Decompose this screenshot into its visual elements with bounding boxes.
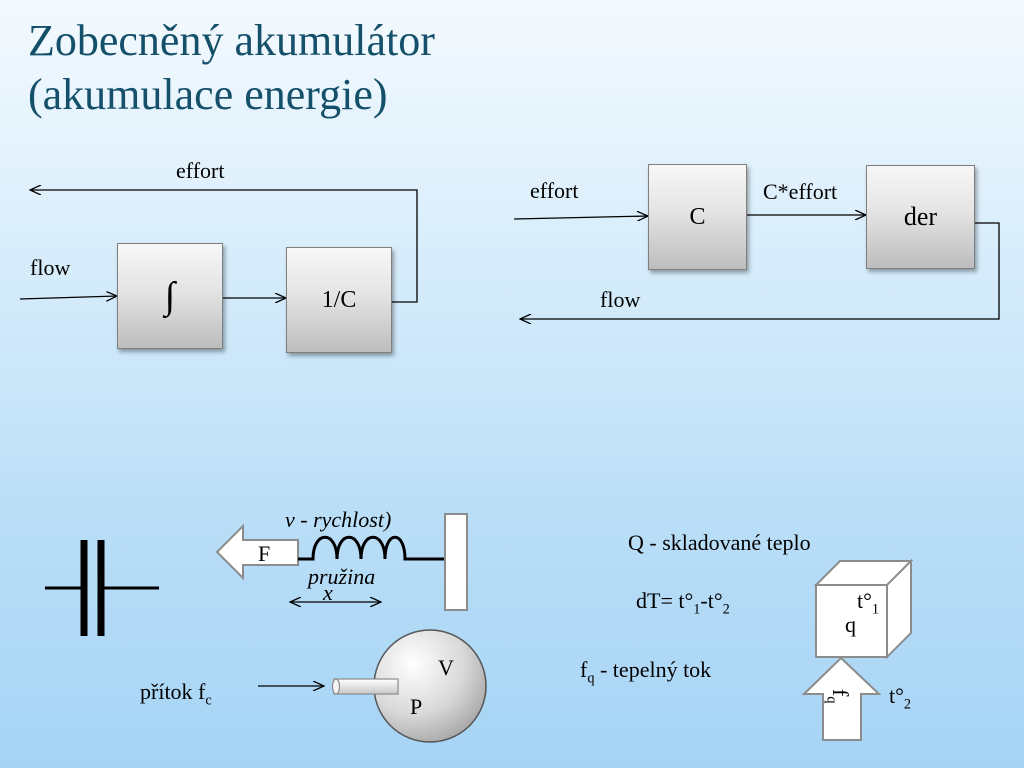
- right-flow-label: flow: [600, 287, 641, 312]
- integrator-block: ∫: [117, 243, 223, 349]
- displacement-label: x: [323, 580, 333, 605]
- c-block-label: C: [689, 203, 706, 230]
- inflow-pipe: [333, 678, 399, 695]
- dt-label: dT= t°1-t°2: [636, 588, 730, 618]
- spring-label: pružina: [308, 564, 376, 589]
- capacitor-icon: [45, 540, 159, 636]
- c-effort-label: C*effort: [763, 179, 838, 204]
- arrow-fq-label: fq: [823, 689, 853, 704]
- cube-front: [815, 584, 888, 658]
- c-block: C: [648, 164, 747, 270]
- integral-symbol: ∫: [164, 275, 176, 317]
- vessel-system: [258, 629, 487, 743]
- pressure-label: P: [410, 694, 423, 719]
- flow-output-arrow: [520, 222, 1000, 319]
- cube-temp-label: t°1: [857, 588, 880, 618]
- force-arrow-icon: [215, 523, 299, 581]
- force-label: F: [258, 541, 271, 566]
- slide-title: Zobecněný akumulátor (akumulace energie): [28, 14, 435, 122]
- spring-coil-icon: [298, 535, 444, 561]
- velocity-label: v - rychlost): [285, 507, 392, 532]
- cube-q-label: q: [845, 612, 856, 637]
- outside-temp-label: t°2: [889, 683, 912, 713]
- flow-input-arrow: [19, 296, 117, 299]
- der-block-label: der: [903, 202, 938, 231]
- left-flow-label: flow: [30, 255, 71, 280]
- title-line-2: (akumulace energie): [28, 70, 388, 119]
- effort-feedback-arrow: [30, 190, 418, 303]
- right-effort-label: effort: [530, 178, 579, 203]
- spring-system: [215, 513, 468, 611]
- effort-input-arrow: [513, 216, 648, 219]
- inflow-label: přítok fc: [140, 679, 212, 709]
- right-block-diagram: [513, 215, 1000, 319]
- heat-flow-arrow-icon: [801, 656, 882, 741]
- left-block-diagram: [19, 190, 418, 303]
- left-effort-label: effort: [176, 158, 225, 183]
- heat-flow-label: fq - tepelný tok: [580, 657, 712, 687]
- title-line-1: Zobecněný akumulátor: [28, 16, 435, 65]
- volume-label: V: [438, 655, 454, 680]
- wall-plate: [444, 513, 468, 611]
- inverse-c-block: 1/C: [286, 247, 392, 353]
- heat-label: Q - skladované teplo: [628, 530, 811, 555]
- thermal-cube: [801, 558, 914, 741]
- inverse-c-label: 1/C: [321, 286, 357, 313]
- der-block: der: [866, 165, 975, 269]
